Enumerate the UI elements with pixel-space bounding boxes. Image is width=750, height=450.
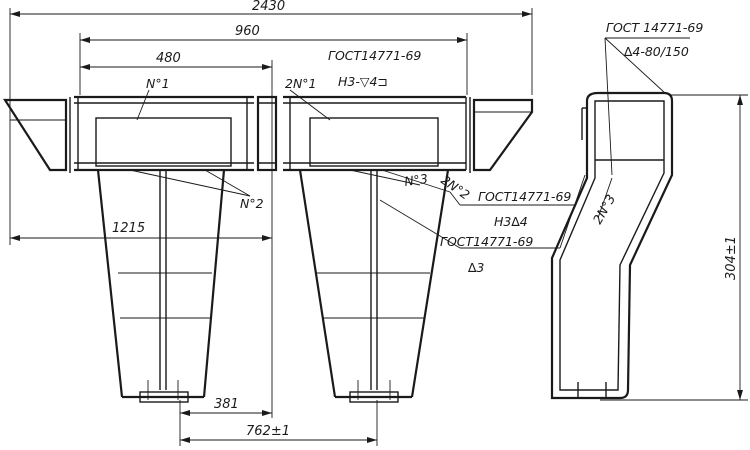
leader-lines — [129, 37, 690, 249]
part-3-pair-label: 2N°3 — [590, 192, 619, 227]
weld-note-top-center-standard: ГОСТ14771-69 — [328, 48, 421, 63]
dimension-offset-left-label: 1215 — [112, 221, 145, 236]
left-leg-foot — [139, 391, 189, 403]
side-profile — [550, 91, 674, 400]
left-leg — [96, 169, 226, 403]
dimension-total-length: 2430 — [9, 0, 533, 95]
dimension-foot-offset-label: 381 — [214, 397, 239, 412]
dimension-height: 304±1 — [600, 94, 748, 401]
weld-note-lower-symbol: ∆3 — [467, 260, 484, 275]
weld-note-right-standard: ГОСТ 14771-69 — [606, 20, 703, 35]
weld-note-top-center-symbol: Н3-▽4⊐ — [338, 74, 388, 89]
weld-note-middle-symbol: Н3∆4 — [494, 214, 528, 229]
right-leg — [298, 169, 450, 403]
dimension-foot-spacing: 762±1 — [180, 400, 378, 446]
part-1-label: N°1 — [146, 76, 170, 91]
part-1-plate-left — [95, 117, 232, 167]
dimension-height-label: 304±1 — [724, 236, 739, 280]
part-3-label: N°3 — [403, 171, 428, 189]
dimension-half-length-label: 480 — [156, 51, 181, 66]
dimension-inner-length: 960 — [79, 24, 468, 95]
part-1-plate-right — [309, 117, 439, 167]
weld-note-lower-standard: ГОСТ14771-69 — [440, 234, 533, 249]
dimension-foot-offset: 381 — [179, 397, 272, 446]
weld-note-middle-standard: ГОСТ14771-69 — [478, 189, 571, 204]
dimension-inner-length-label: 960 — [235, 24, 260, 39]
dimension-half-length: 480 — [80, 51, 273, 95]
part-1-pair-label: 2N°1 — [285, 76, 317, 91]
dimension-offset-left: 1215 — [9, 95, 273, 418]
part-2-label: N°2 — [240, 196, 264, 211]
top-beam — [2, 95, 534, 173]
dimension-total-length-label: 2430 — [252, 0, 285, 14]
right-leg-foot — [349, 391, 399, 403]
weld-note-right-symbol: ∆4-80/150 — [623, 44, 689, 59]
dimension-foot-spacing-label: 762±1 — [246, 424, 290, 439]
